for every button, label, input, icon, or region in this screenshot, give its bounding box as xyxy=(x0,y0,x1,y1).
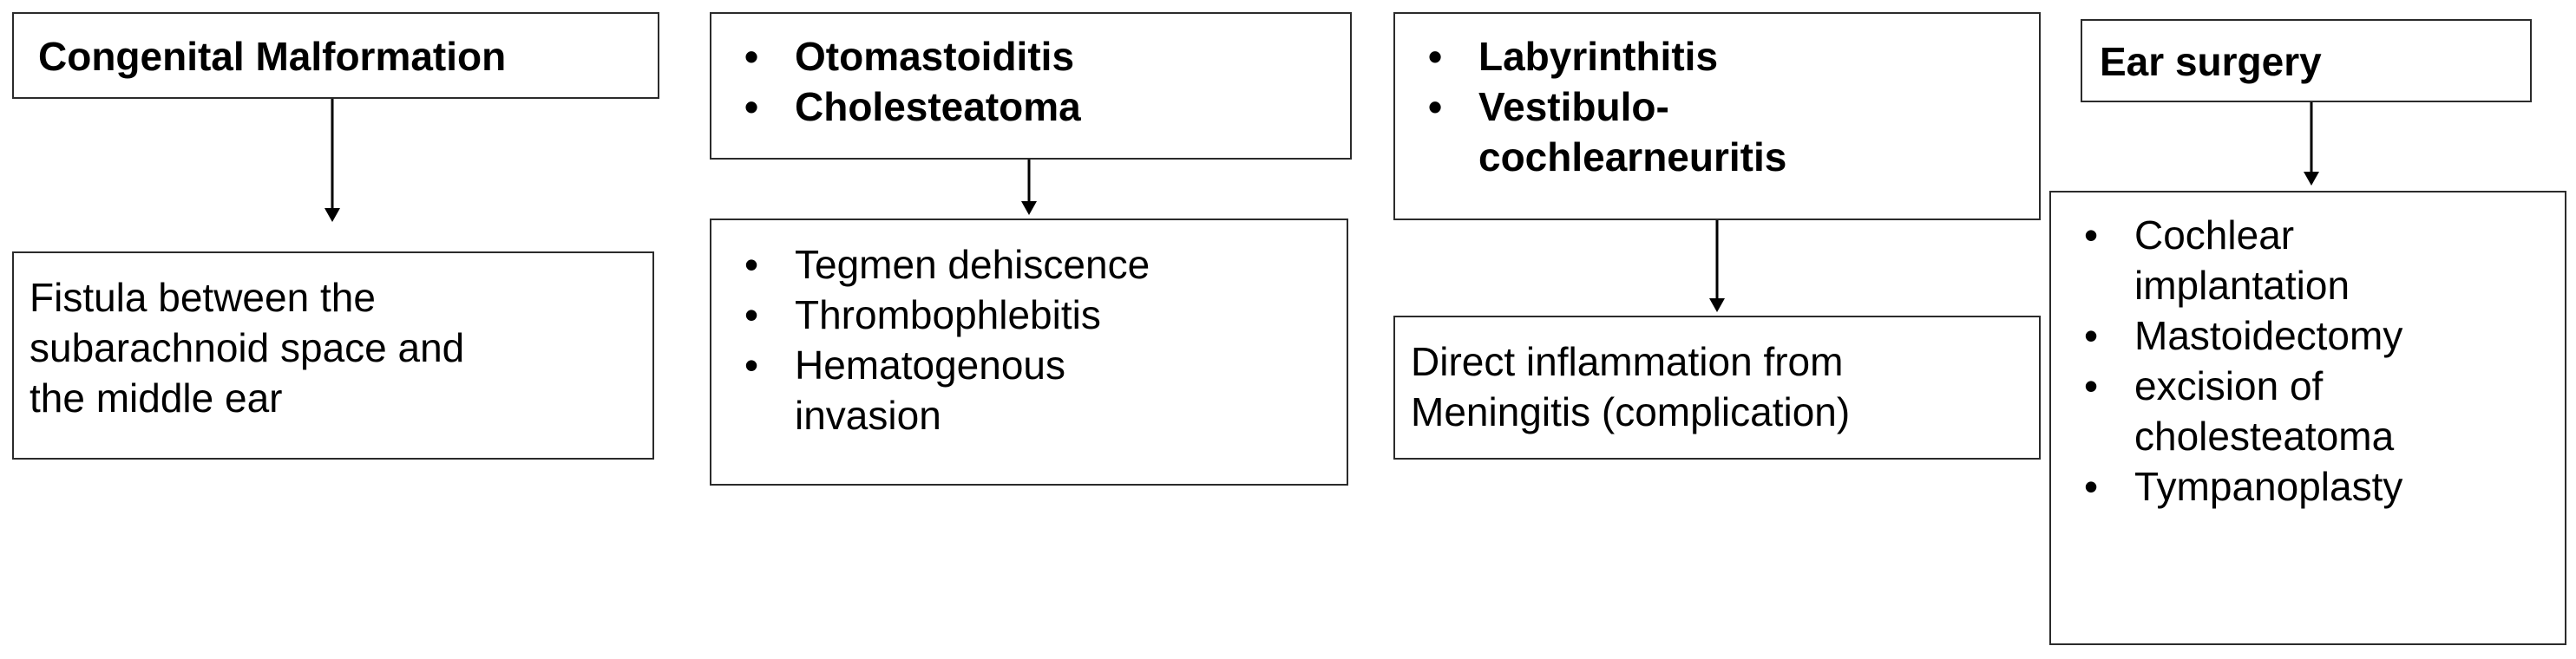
tegmen-thrombophlebitis-list: •Tegmen dehiscence •Thrombophlebitis •He… xyxy=(711,239,1347,440)
congenital-malformation-box: Congenital Malformation xyxy=(12,12,659,99)
list-item: •Cholesteatoma xyxy=(711,82,1350,132)
list-item: •Vestibulo- cochlearneuritis xyxy=(1395,82,2039,182)
list-item: •Cochlear implantation xyxy=(2051,210,2565,310)
tegmen-thrombophlebitis-box: •Tegmen dehiscence •Thrombophlebitis •He… xyxy=(710,219,1348,486)
list-item: •Labyrinthitis xyxy=(1395,31,2039,82)
bullet-icon: • xyxy=(744,84,759,129)
bullet-icon: • xyxy=(1427,84,1443,129)
arrowhead-surgery xyxy=(2304,172,2319,186)
ear-surgery-label: Ear surgery xyxy=(2100,39,2322,84)
bullet-icon: • xyxy=(1427,34,1443,79)
bullet-icon: • xyxy=(744,242,759,287)
direct-inflammation-box: Direct inflammation from Meningitis (com… xyxy=(1393,316,2041,460)
list-item: •Thrombophlebitis xyxy=(711,290,1347,340)
bullet-icon: • xyxy=(744,292,759,337)
labyrinthitis-box: •Labyrinthitis •Vestibulo- cochlearneuri… xyxy=(1393,12,2041,220)
list-item: •excision of cholesteatoma xyxy=(2051,361,2565,461)
list-item: •Tympanoplasty xyxy=(2051,461,2565,512)
bullet-icon: • xyxy=(744,343,759,388)
list-item: •Tegmen dehiscence xyxy=(711,239,1347,290)
arrowhead-labyrinthitis xyxy=(1709,298,1725,312)
bullet-icon: • xyxy=(2083,313,2099,358)
bullet-icon: • xyxy=(2083,363,2099,408)
direct-inflammation-text: Direct inflammation from Meningitis (com… xyxy=(1411,339,1851,434)
otomastoiditis-cholesteatoma-box: •Otomastoiditis •Cholesteatoma xyxy=(710,12,1352,160)
arrowhead-congenital xyxy=(324,208,340,222)
congenital-malformation-label: Congenital Malformation xyxy=(38,34,507,79)
labyrinthitis-list: •Labyrinthitis •Vestibulo- cochlearneuri… xyxy=(1395,31,2039,182)
list-item: •Mastoidectomy xyxy=(2051,310,2565,361)
bullet-icon: • xyxy=(2083,464,2099,509)
list-item: •Hematogenous invasion xyxy=(711,340,1347,440)
surgery-procedures-box: •Cochlear implantation •Mastoidectomy •e… xyxy=(2049,191,2566,645)
surgery-procedures-list: •Cochlear implantation •Mastoidectomy •e… xyxy=(2051,210,2565,512)
bullet-icon: • xyxy=(2083,212,2099,258)
list-item: •Otomastoiditis xyxy=(711,31,1350,82)
ear-surgery-box: Ear surgery xyxy=(2081,19,2532,102)
fistula-box: Fistula between the subarachnoid space a… xyxy=(12,251,654,460)
arrowhead-otomastoiditis xyxy=(1021,201,1037,215)
bullet-icon: • xyxy=(744,34,759,79)
otomastoiditis-cholesteatoma-list: •Otomastoiditis •Cholesteatoma xyxy=(711,31,1350,132)
fistula-text: Fistula between the subarachnoid space a… xyxy=(29,275,465,421)
